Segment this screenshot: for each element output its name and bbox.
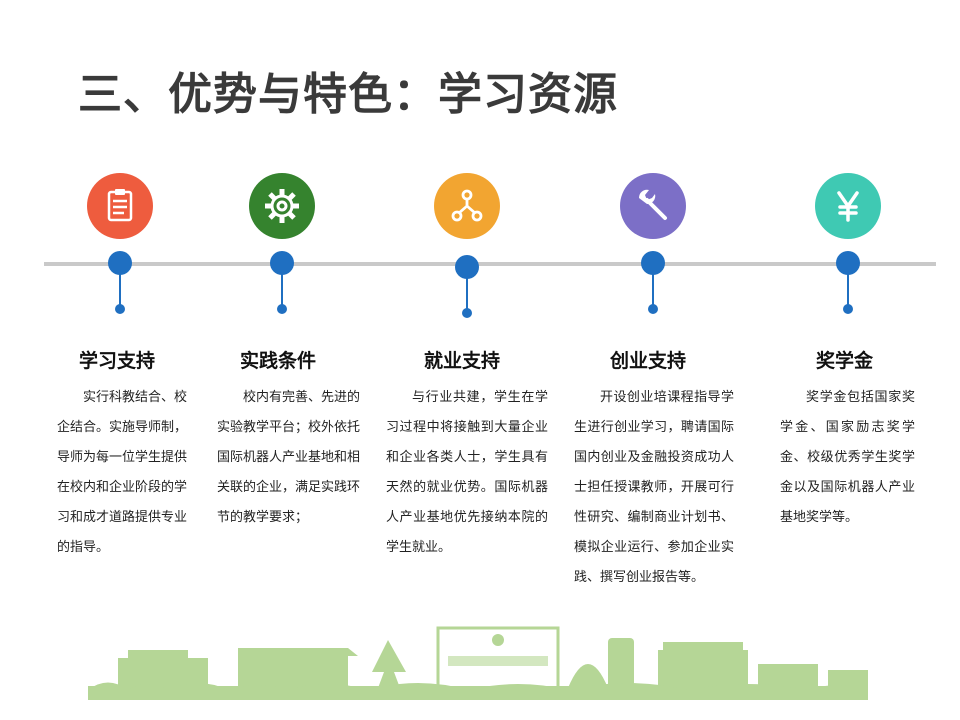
column-title-entrepreneurship: 创业支持 [610, 350, 687, 372]
timeline-dot-3 [462, 308, 472, 318]
timeline-node-4 [641, 251, 665, 275]
page-title: 三、优势与特色：学习资源 [78, 69, 618, 120]
clipboard-icon [87, 173, 153, 239]
timeline-node-5 [836, 251, 860, 275]
timeline-dot-4 [648, 304, 658, 314]
timeline-stem-5 [847, 273, 849, 309]
timeline-dot-5 [843, 304, 853, 314]
timeline-dot-2 [277, 304, 287, 314]
network-icon [434, 173, 500, 239]
column-desc-practice: 校内有完善、先进的实验教学平台；校外依托国际机器人产业基地和相关联的企业，满足实… [217, 390, 361, 525]
timeline-stem-3 [466, 277, 468, 313]
timeline-stem-4 [652, 273, 654, 309]
column-title-scholarship: 奖学金 [816, 350, 874, 372]
column-desc-entrepreneurship: 开设创业培课程指导学生进行创业学习，聘请国际国内创业及金融投资成功人士担任授课教… [574, 390, 734, 585]
column-title-practice: 实践条件 [240, 350, 317, 372]
timeline-dot-1 [115, 304, 125, 314]
timeline-node-2 [270, 251, 294, 275]
campus-silhouette-illustration [88, 626, 868, 700]
yen-icon [815, 173, 881, 239]
gear-icon [249, 173, 315, 239]
column-title-employment: 就业支持 [424, 350, 501, 372]
timeline-node-3 [455, 255, 479, 279]
wrench-icon [620, 173, 686, 239]
column-desc-scholarship: 奖学金包括国家奖学金、国家励志奖学金、校级优秀学生奖学金以及国际机器人产业基地奖… [780, 390, 915, 525]
column-desc-learning: 实行科教结合、校企结合。实施导师制，导师为每一位学生提供在校内和企业阶段的学习和… [57, 390, 188, 555]
column-desc-employment: 与行业共建，学生在学习过程中将接触到大量企业和企业各类人士，学生具有天然的就业优… [386, 390, 548, 555]
timeline-stem-1 [119, 273, 121, 309]
timeline-stem-2 [281, 273, 283, 309]
column-title-learning: 学习支持 [79, 350, 156, 372]
timeline-line [44, 262, 936, 266]
timeline-node-1 [108, 251, 132, 275]
